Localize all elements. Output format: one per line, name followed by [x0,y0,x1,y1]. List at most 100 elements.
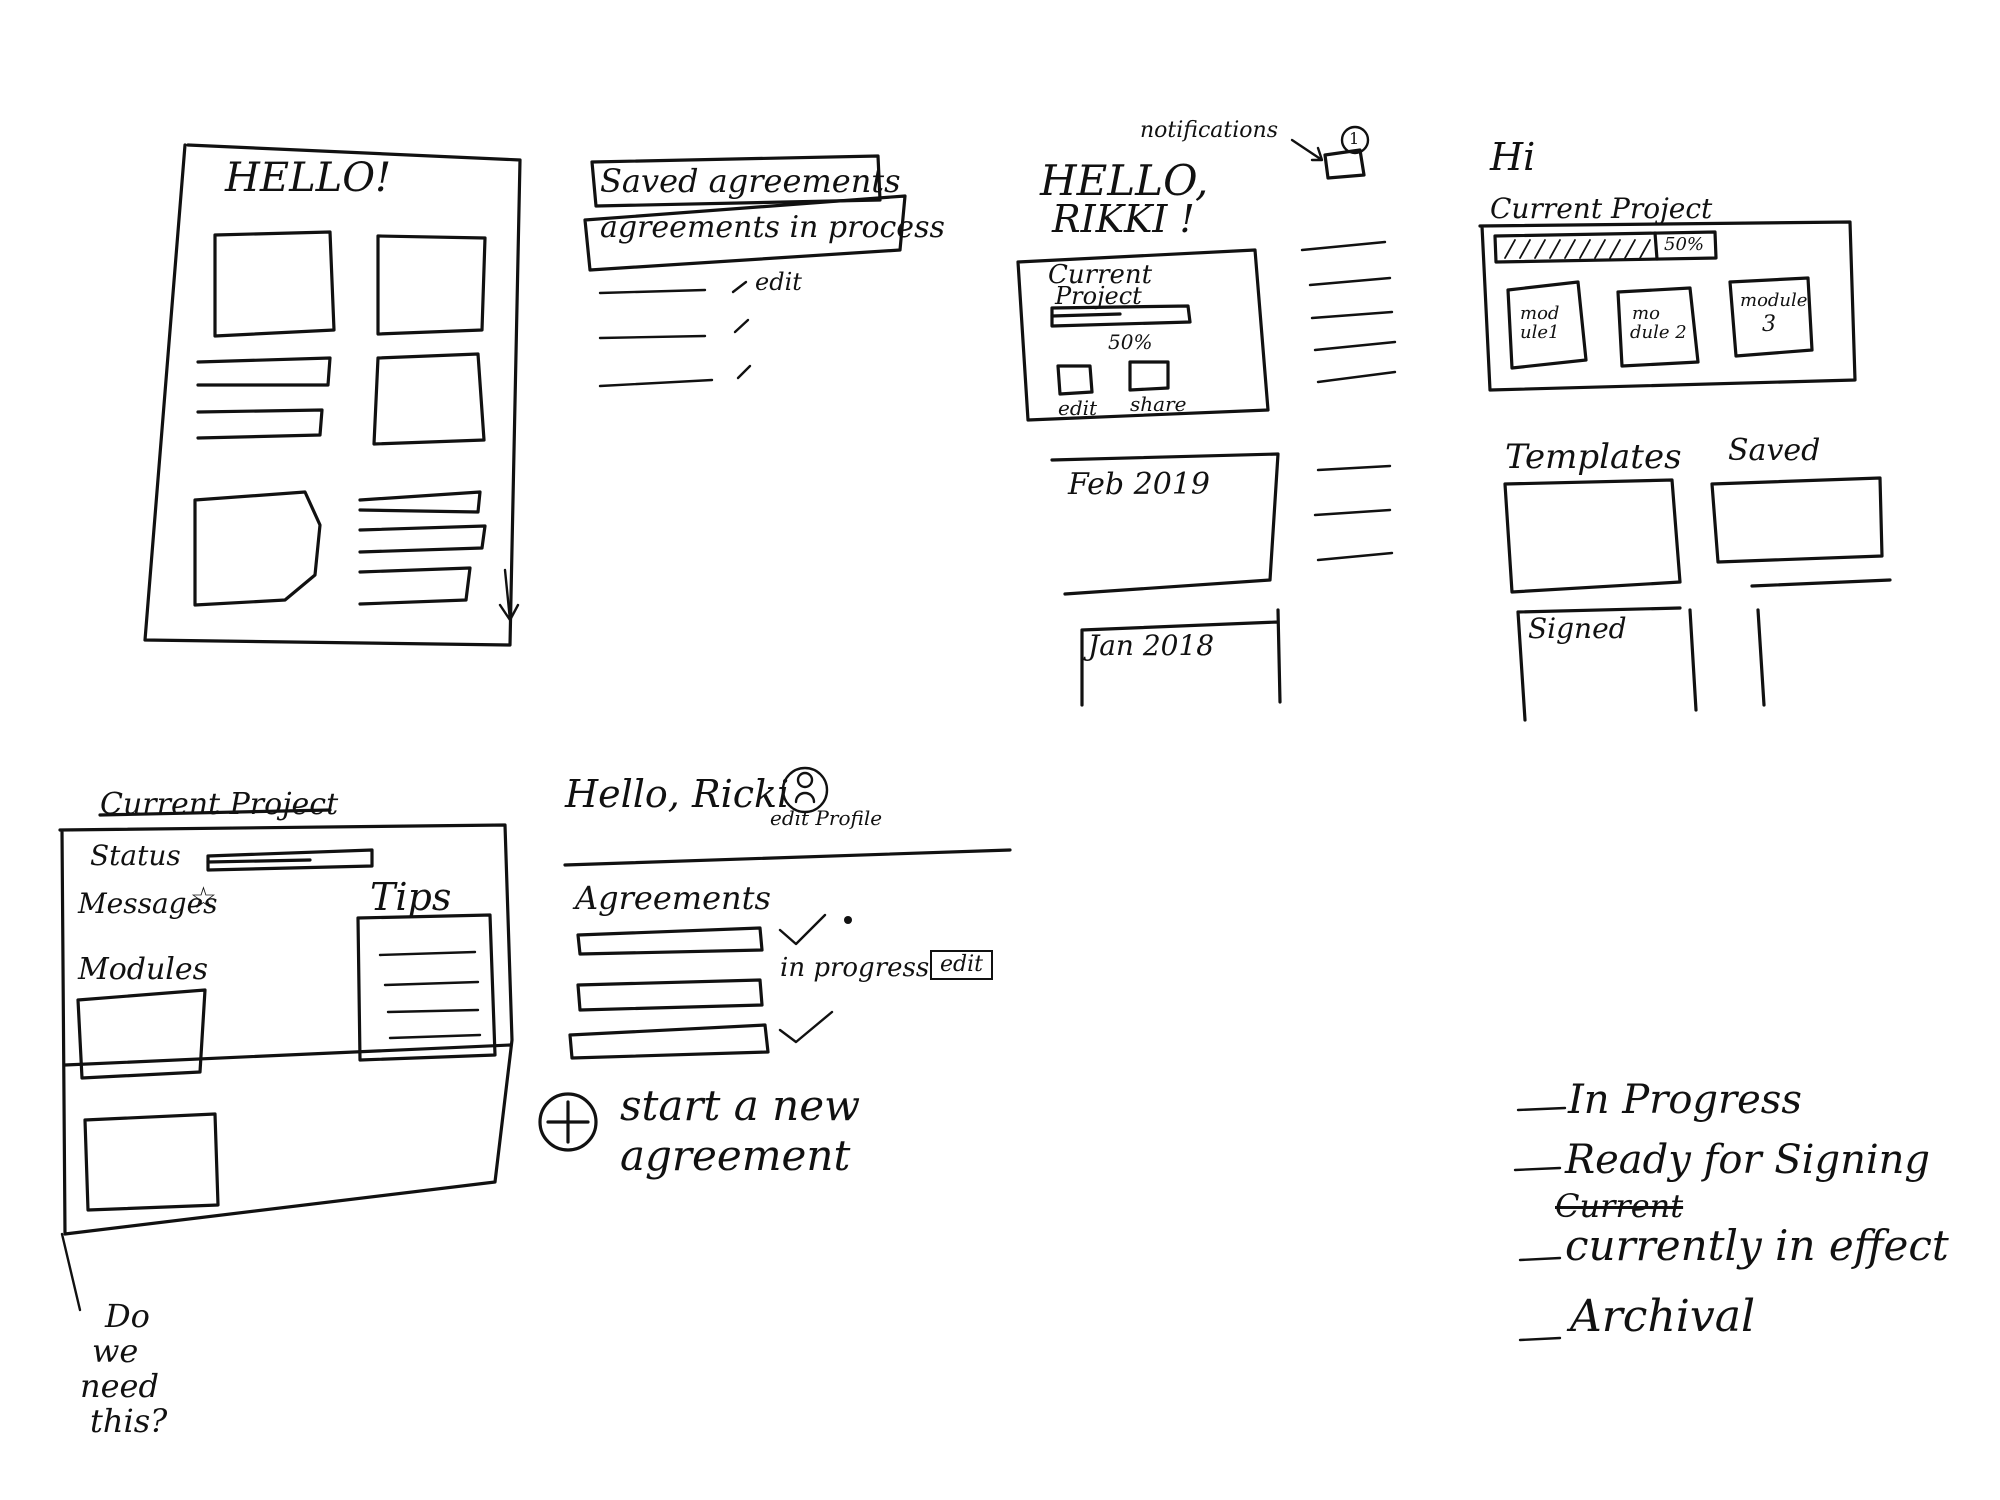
agreement-row [568,1023,770,1060]
check-icon [778,913,834,1044]
notifications-label[interactable]: notifications [1140,118,1278,143]
note-line2: we [92,1332,139,1370]
tile-box [376,234,487,336]
note-pointer [60,1232,82,1312]
plus-icon [546,1100,590,1144]
current-project-card [1016,248,1270,422]
module-3-line1[interactable]: module [1740,290,1808,311]
feb-card [1050,452,1280,596]
text-line [196,356,332,387]
sketch4-wireframe [1478,220,1892,722]
module-1-line2[interactable]: ule1 [1520,322,1560,343]
start-new-line1[interactable]: start a new [620,1081,861,1130]
agreement-row [576,978,764,1012]
text-line [358,566,472,606]
sketch2-wireframe [583,154,907,388]
tips-heading: Tips [370,875,452,919]
templates-heading: Templates [1505,437,1682,477]
templates-box [1503,478,1682,594]
avatar [781,766,829,814]
sketch1-wireframe [143,143,522,647]
current-project-label: Current Project [1490,192,1713,225]
progress-bar [1493,230,1718,264]
in-progress-label: in progress [780,953,930,983]
check-marks [731,280,752,380]
tile-box [213,230,336,338]
header-divider [563,848,1012,867]
agreements-heading: Agreements [575,879,771,917]
progress-hatch [1504,239,1651,259]
agreements-in-process-tab[interactable]: agreements in process [600,210,945,245]
tile-box [193,490,322,607]
dot-marker [844,916,852,924]
saved-box [1710,476,1884,564]
modules-heading: Modules [78,952,209,987]
saved-heading: Saved [1728,433,1821,468]
feb-card-label[interactable]: Feb 2019 [1068,467,1211,502]
tablet-frame [58,808,514,1236]
side-lines [1313,464,1394,562]
saved-tab-box [590,154,882,208]
hi-heading: Hi [1490,135,1536,179]
status-in-progress: In Progress [1568,1077,1802,1123]
sketch6-wireframe [538,766,1012,1152]
module-2-line2[interactable]: dule 2 [1630,322,1687,343]
jan-card-label[interactable]: Jan 2018 [1088,629,1215,662]
scroll-arrow-icon [498,568,520,622]
status-fill [206,858,312,864]
card-title-line2: Project [1055,282,1142,310]
edit-button[interactable]: edit [930,950,993,980]
tips-panel [356,913,497,1062]
tile-box [372,352,486,446]
notification-count: 1 [1349,129,1360,148]
progress-percent: 50% [1664,234,1705,255]
note-line3: need [80,1367,159,1405]
saved-agreements-tab[interactable]: Saved agreements [600,162,901,200]
status-archival: Archival [1570,1291,1756,1342]
module-box [1616,286,1700,368]
edit-button[interactable]: edit [1058,396,1098,420]
module-box [1728,276,1814,358]
text-line [358,490,482,514]
notification-circle [1340,125,1370,155]
status-list-dashes [1513,1106,1567,1342]
note-line4: this? [90,1402,168,1440]
progress-fill [1050,312,1122,318]
signed-box [1516,606,1698,722]
jan-card [1080,608,1282,707]
share-button[interactable]: share [1130,392,1187,416]
hello-ricki-heading: Hello, Ricki [565,772,790,816]
edit-icon [1056,364,1094,396]
module-box [76,988,207,1080]
module-3-line2[interactable]: 3 [1762,312,1776,337]
status-currently-in-effect: currently in effect [1565,1221,1949,1270]
bell-icon [1323,148,1366,180]
module-box [1506,280,1588,370]
sketch3-wireframe [1016,125,1397,707]
note-line1: Do [105,1297,150,1335]
progress-bar [1050,304,1192,328]
phone-frame [143,143,522,647]
share-icon [1128,360,1170,392]
card-title-line1: Current [1048,260,1153,290]
greeting-line2: RIKKI ! [1052,197,1195,241]
current-project-title: Current Project [100,787,339,822]
hello-heading: HELLO! [225,155,392,201]
module-1-line1[interactable]: mod [1520,303,1560,324]
current-project-panel [1478,220,1857,392]
list-lines [598,288,714,388]
messages-label[interactable]: Messages [78,887,218,920]
edit-profile-link[interactable]: edit Profile [770,806,883,830]
edit-link[interactable]: edit [755,268,802,296]
text-line [358,524,487,554]
module-box [83,1112,220,1212]
start-new-line2[interactable]: agreement [620,1131,851,1180]
status-ready-for-signing: Ready for Signing [1565,1137,1930,1183]
agreement-row [576,926,764,956]
text-line [196,408,324,440]
extra-box [1750,578,1892,707]
tips-lines [378,950,482,1040]
module-2-line1[interactable]: mo [1632,303,1660,324]
sketch5-wireframe [58,808,514,1312]
greeting-line1: HELLO, [1040,156,1209,205]
